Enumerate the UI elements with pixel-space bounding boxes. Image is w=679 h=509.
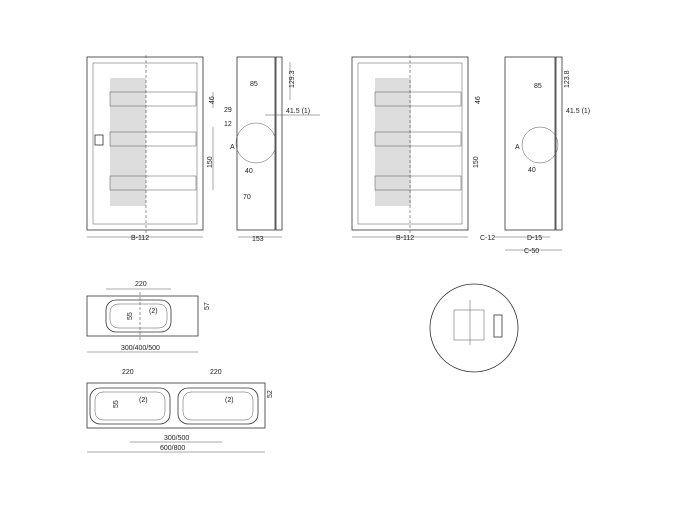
dim-220: 220	[135, 281, 147, 288]
dim-52: 52	[267, 390, 274, 398]
dim-150: 150	[207, 156, 214, 168]
dim-29: 29	[224, 107, 232, 114]
dim-12: 12	[224, 121, 232, 128]
dim-top: 129.3	[289, 70, 296, 88]
dim-85-2: 85	[534, 83, 542, 90]
dim-40: 40	[245, 168, 253, 175]
dim-150-2: 150	[473, 156, 480, 168]
dim-41-5-2: 41.5 (1)	[566, 108, 590, 115]
detail-a-label: A	[230, 144, 235, 151]
dim-c12: C-12	[480, 235, 495, 242]
qty-2: (2)	[225, 397, 234, 404]
side-view-1: 153 129.3 85 29 12 41.5 (1) A 40 70	[224, 56, 320, 243]
side-view-2: 123.8 85 41.5 (1) A 40 C-12 D-15 C-50	[480, 56, 590, 255]
dim-top-2: 123.8	[564, 70, 571, 88]
dim-57: 57	[204, 302, 211, 310]
dim-c50: C-50	[524, 248, 539, 255]
front2-width: B-112	[396, 235, 414, 242]
dim-153: 153	[252, 236, 264, 243]
dim-85: 85	[250, 81, 258, 88]
qty-label: (2)	[149, 308, 158, 315]
dim-70: 70	[243, 194, 251, 201]
gland-plate-single: 220 55 (2) 57 300/400/500	[86, 281, 211, 353]
dim-inner: 300/500	[164, 435, 189, 442]
dim-220-a: 220	[122, 369, 134, 376]
detail-a-magnified	[429, 283, 519, 373]
front-view-1: B-112 46 150	[86, 55, 216, 242]
dim-41-5: 41.5 (1)	[286, 108, 310, 115]
dim-220-b: 220	[210, 369, 222, 376]
dim-55: 55	[127, 312, 134, 320]
qty-1: (2)	[139, 397, 148, 404]
dim-total: 300/400/500	[121, 345, 160, 352]
front1-width: B-112	[131, 235, 149, 242]
gland-plate-double: 220 220 55 (2) (2) 52 300/500 600/800	[86, 369, 274, 453]
dim-40-2: 40	[528, 167, 536, 174]
dim-46-2: 46	[475, 96, 482, 104]
dim-46: 46	[209, 96, 216, 104]
dim-55-2: 55	[113, 400, 120, 408]
front-view-2: B-112 46 150	[351, 55, 482, 242]
detail-a-label-2: A	[515, 144, 520, 151]
dim-d15: D-15	[527, 235, 542, 242]
dim-total-2: 600/800	[160, 445, 185, 452]
